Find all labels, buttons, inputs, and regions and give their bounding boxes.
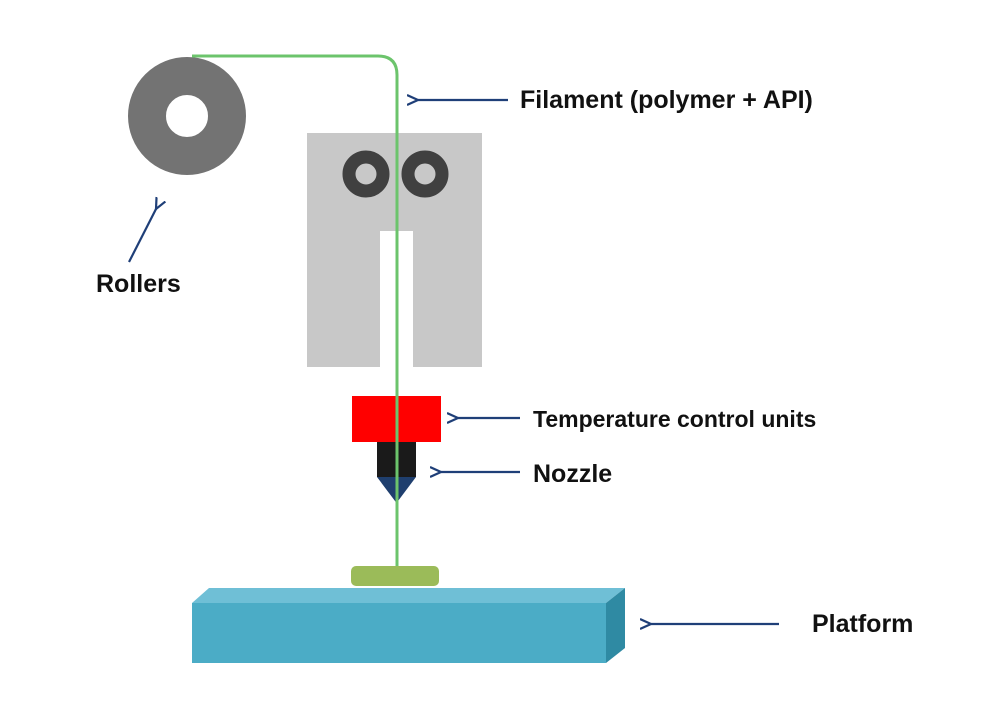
filament-spool-icon bbox=[128, 57, 246, 175]
filament-line bbox=[192, 54, 399, 573]
temperature-control-label: Temperature control units bbox=[533, 406, 817, 432]
printed-part bbox=[351, 566, 439, 586]
build-platform bbox=[192, 588, 625, 663]
platform-label: Platform bbox=[812, 610, 914, 638]
rollers-arrow bbox=[128, 209, 156, 263]
nozzle-label: Nozzle bbox=[533, 460, 613, 488]
rollers-label: Rollers bbox=[96, 270, 181, 298]
drive-roller-icon bbox=[342, 150, 449, 198]
filament-label: Filament (polymer + API) bbox=[520, 86, 813, 114]
